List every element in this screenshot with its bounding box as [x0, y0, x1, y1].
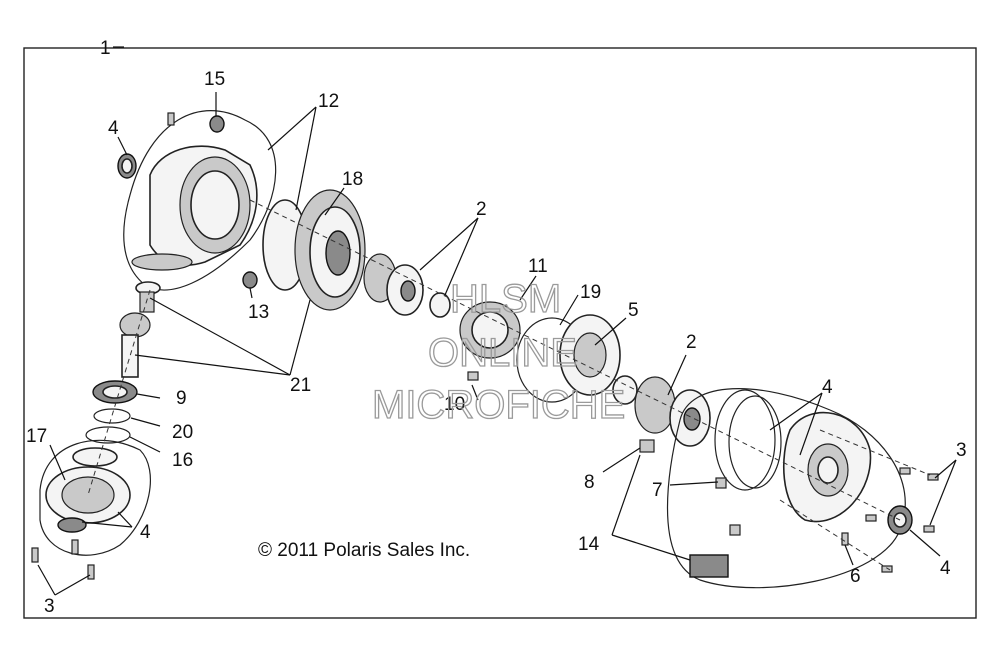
hub-assembly	[459, 301, 621, 403]
callout-21: 21	[290, 375, 311, 396]
callout-4-cover: 4	[822, 377, 833, 398]
callout-7: 7	[652, 480, 663, 501]
callout-13: 13	[248, 302, 269, 323]
callout-15: 15	[204, 69, 225, 90]
callout-labels: 1 4 15 12 18 2 11 19 5 13 10 21 9 20 16 …	[26, 38, 967, 617]
callout-3-left: 3	[44, 596, 55, 617]
pinion-housing	[31, 439, 151, 580]
callout-20: 20	[172, 422, 193, 443]
callout-9: 9	[176, 388, 187, 409]
assembly-axis-bolts-upper	[819, 429, 931, 476]
callout-2-lower: 2	[686, 332, 697, 353]
callout-14: 14	[578, 534, 600, 555]
diagram-frame	[23, 47, 977, 619]
gearcase-housing	[117, 110, 277, 291]
callout-8: 8	[584, 472, 595, 493]
callout-17: 17	[26, 426, 47, 447]
watermark-line-3: MICROFICHE	[372, 383, 625, 427]
pinion-shaft	[119, 281, 161, 378]
assembly-axis-main	[249, 199, 901, 521]
bearing-lower	[612, 375, 711, 447]
ring-gear	[262, 189, 366, 311]
callout-5: 5	[628, 300, 639, 321]
callout-16: 16	[172, 450, 193, 471]
callout-4-lower: 4	[140, 522, 151, 543]
watermark-line-2: ONLINE	[428, 331, 577, 375]
callout-1: 1	[100, 38, 111, 59]
callout-3-right: 3	[956, 440, 967, 461]
callout-11: 11	[528, 256, 548, 277]
assembly-axis-bolts	[779, 499, 891, 571]
callout-6: 6	[850, 566, 861, 587]
callout-18: 18	[342, 169, 363, 190]
callout-10: 10	[444, 394, 465, 415]
callout-2: 2	[476, 199, 487, 220]
watermark: HLSM ONLINE MICROFICHE	[371, 276, 626, 427]
leader-lines	[37, 46, 957, 596]
callout-12: 12	[318, 91, 339, 112]
copyright-notice: © 2011 Polaris Sales Inc.	[258, 540, 470, 561]
callout-4-right: 4	[940, 558, 951, 579]
watermark-line-1: HLSM	[450, 277, 561, 321]
callout-19: 19	[580, 282, 601, 303]
bearing-upper	[363, 253, 451, 318]
callout-4: 4	[108, 118, 119, 139]
gearcase-cover	[639, 388, 913, 589]
seal-stack	[85, 380, 138, 444]
